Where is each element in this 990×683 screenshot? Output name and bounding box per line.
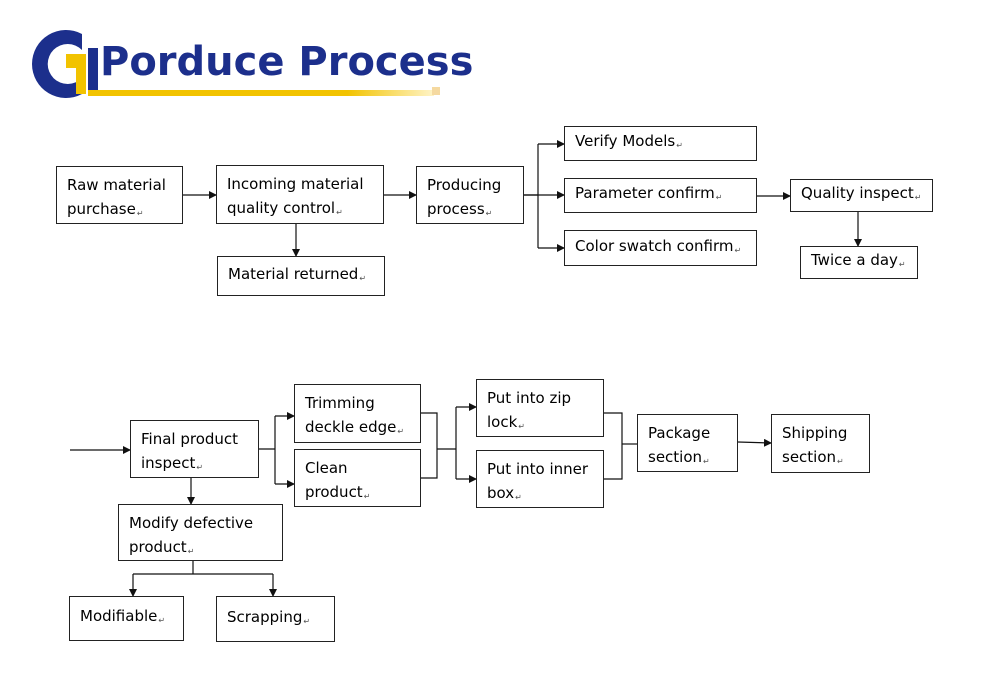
box-trimming: Trimming deckle edge [294, 384, 421, 443]
box-zip-lock: Put into zip lock [476, 379, 604, 437]
title-underline-dot [432, 87, 440, 95]
connector-final-branch [259, 416, 276, 484]
page-title: Porduce Process [100, 39, 474, 85]
box-inner-box: Put into inner box [476, 450, 604, 508]
cg-logo-icon [32, 29, 98, 99]
box-material-returned: Material returned [217, 256, 385, 296]
box-clean: Clean product [294, 449, 421, 507]
box-parameter-confirm: Parameter confirm [564, 178, 757, 213]
box-incoming-qc: Incoming material quality control [216, 165, 384, 224]
box-shipping: Shipping section [771, 414, 870, 473]
title-underline [88, 90, 434, 96]
logo-blue-stem [88, 48, 98, 94]
box-verify-models: Verify Models [564, 126, 757, 161]
box-package: Package section [637, 414, 738, 472]
box-modify-defective: Modify defective product [118, 504, 283, 561]
connector-producing-branch [524, 144, 539, 248]
connector-merge-to-package [604, 412, 623, 480]
logo-yellow-stem [76, 54, 86, 94]
connector-bag-branch [437, 407, 457, 479]
box-twice-a-day: Twice a day [800, 246, 918, 279]
connector-merge-to-bag [421, 412, 438, 479]
box-producing: Producing process [416, 166, 524, 224]
box-quality-inspect: Quality inspect [790, 179, 933, 212]
arrow-package-to-shipping [737, 438, 772, 447]
logo-blue-arc [32, 29, 82, 99]
connector-modify-branch [133, 561, 273, 575]
box-scrapping: Scrapping [216, 596, 335, 642]
box-color-swatch: Color swatch confirm [564, 230, 757, 266]
box-modifiable: Modifiable [69, 596, 184, 641]
box-final-inspect: Final product inspect [130, 420, 259, 478]
box-raw-material: Raw material purchase [56, 166, 183, 224]
